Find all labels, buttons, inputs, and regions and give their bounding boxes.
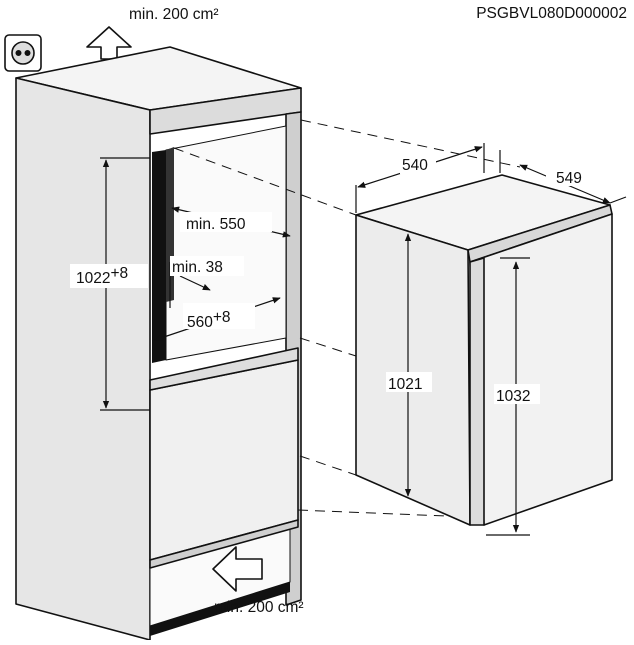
appliance-depth-label: 549: [556, 170, 582, 187]
bottom-ventilation-label: min. 200 cm²: [214, 599, 304, 616]
appliance-total-height-label: 1032: [496, 388, 530, 405]
appliance-body-height-label: 1021: [388, 376, 422, 393]
top-ventilation-label: min. 200 cm²: [129, 6, 219, 23]
socket-icon: [4, 34, 42, 72]
air-inlet-arrow-icon: [212, 546, 263, 592]
alignment-dashes: [173, 119, 521, 518]
air-outlet-arrow-icon: [86, 26, 132, 60]
document-code: PSGBVL080D000002: [476, 5, 627, 22]
fridge-appliance: [355, 174, 613, 526]
kitchen-cabinet: [15, 46, 302, 641]
appliance-width-label: 540: [402, 157, 428, 174]
niche-height-label: 1022+8: [76, 265, 128, 287]
niche-width-label: 560+8: [187, 309, 231, 331]
niche-depth-label: min. 550: [186, 216, 246, 233]
niche-side-label: min. 38: [172, 259, 223, 276]
